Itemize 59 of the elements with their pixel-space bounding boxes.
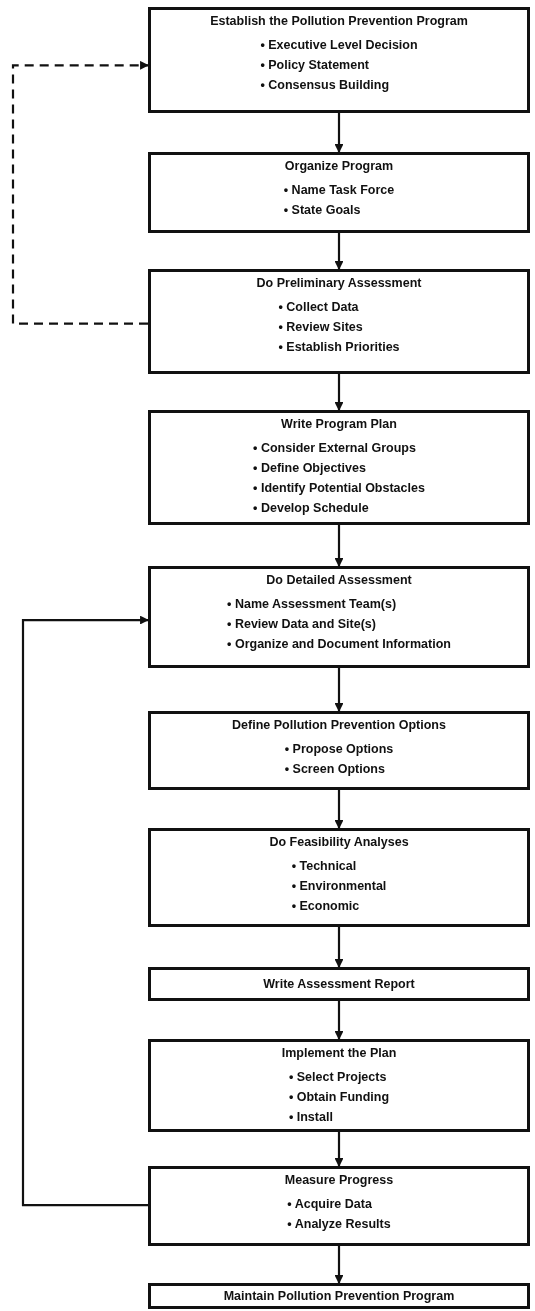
step-heading: Write Assessment Report	[263, 977, 415, 991]
bullet-item: • Screen Options	[284, 761, 385, 778]
process-box	[148, 269, 530, 374]
step-heading: Define Pollution Prevention Options	[232, 718, 446, 732]
step-heading: Do Feasibility Analyses	[269, 835, 409, 849]
arrow	[21, 615, 149, 1207]
step-heading: Implement the Plan	[281, 1046, 397, 1060]
bullet-item: • Install	[288, 1109, 333, 1126]
process-box	[148, 152, 530, 233]
bullet-item: • Identify Potential Obstacles	[253, 480, 425, 497]
arrow	[334, 233, 344, 270]
bullet-item: • Consensus Building	[260, 77, 390, 94]
process-box	[148, 1166, 530, 1246]
bullet-item: • Review Sites	[278, 319, 363, 336]
arrow	[11, 60, 149, 325]
bullet-item: • Organize and Document Information	[227, 636, 451, 653]
bullet-item: • Name Task Force	[283, 182, 395, 199]
step-heading: Write Program Plan	[281, 417, 397, 431]
bullet-item: • Technical	[291, 858, 357, 875]
step-heading: Measure Progress	[284, 1173, 394, 1187]
bullet-item: • Establish Priorities	[278, 339, 400, 356]
bullet-item: • Economic	[291, 898, 360, 915]
bullet-item: • Obtain Funding	[288, 1089, 390, 1106]
bullet-item: • Propose Options	[284, 741, 394, 758]
bullet-item: • State Goals	[283, 202, 361, 219]
arrow	[334, 374, 344, 411]
process-box	[148, 7, 530, 113]
bullet-item: • Develop Schedule	[253, 500, 369, 517]
process-box	[148, 566, 530, 668]
bullet-item: • Select Projects	[288, 1069, 387, 1086]
step-heading: Organize Program	[284, 159, 394, 173]
bullet-item: • Analyze Results	[287, 1216, 391, 1233]
arrow	[334, 1132, 344, 1167]
bullet-item: • Acquire Data	[287, 1196, 372, 1213]
step-heading: Do Preliminary Assessment	[256, 276, 422, 290]
bullet-item: • Executive Level Decision	[260, 37, 418, 54]
arrow	[334, 668, 344, 712]
process-box	[148, 828, 530, 927]
bullet-item: • Review Data and Site(s)	[227, 616, 376, 633]
process-box	[148, 711, 530, 790]
process-box	[148, 1283, 530, 1309]
bullet-item: • Environmental	[291, 878, 387, 895]
bullet-item: • Collect Data	[278, 299, 359, 316]
arrow	[334, 113, 344, 153]
process-box	[148, 410, 530, 525]
step-heading: Establish the Pollution Prevention Program	[210, 14, 468, 28]
arrow	[334, 525, 344, 567]
arrow	[334, 1246, 344, 1284]
bullet-item: • Define Objectives	[253, 460, 366, 477]
bullet-item: • Consider External Groups	[253, 440, 416, 457]
bullet-item: • Policy Statement	[260, 57, 369, 74]
bullet-item: • Name Assessment Team(s)	[227, 596, 397, 613]
step-heading: Maintain Pollution Prevention Program	[223, 1289, 455, 1303]
arrow	[334, 1001, 344, 1040]
step-heading: Do Detailed Assessment	[266, 573, 412, 587]
arrow	[334, 927, 344, 968]
process-box	[148, 1039, 530, 1132]
process-box	[148, 967, 530, 1001]
arrow	[334, 790, 344, 829]
